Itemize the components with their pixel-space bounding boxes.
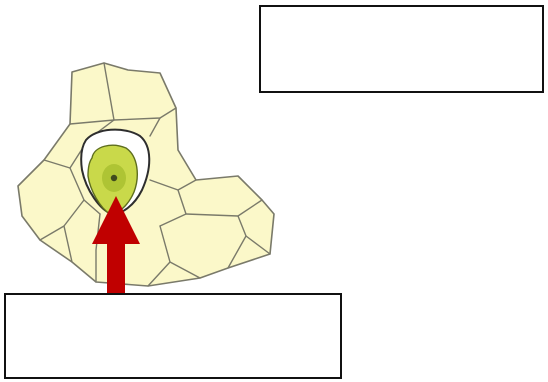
label-box-top[interactable] bbox=[259, 5, 544, 93]
cell-tissue bbox=[18, 63, 274, 286]
nucleus bbox=[111, 175, 117, 181]
label-box-bottom[interactable] bbox=[4, 293, 342, 379]
red-arrow-shaft bbox=[107, 242, 125, 296]
